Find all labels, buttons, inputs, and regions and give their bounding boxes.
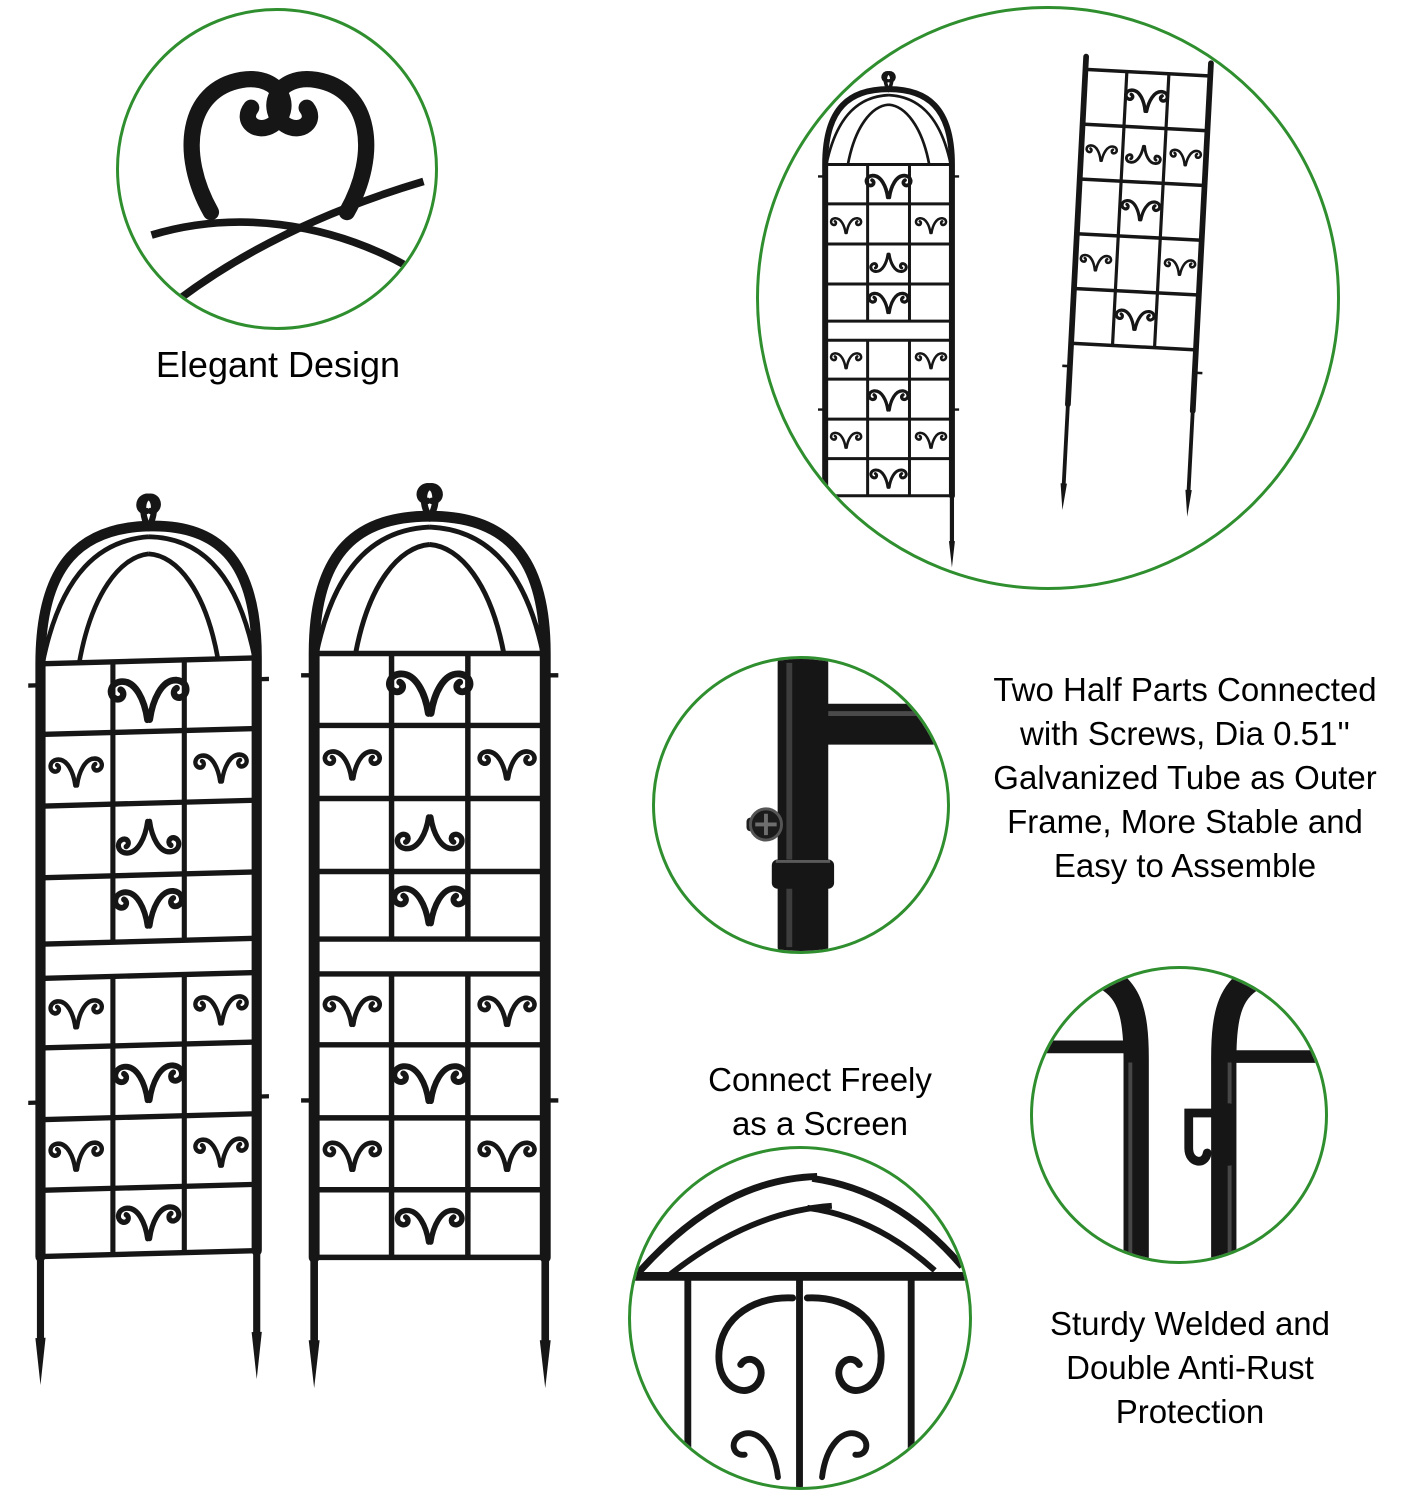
feature-text-line: Easy to Assemble <box>1053 847 1317 884</box>
trellis-screen-photo <box>4 450 584 1440</box>
feature-text-line: as a Screen <box>731 1105 909 1142</box>
screw-connection-closeup-circle <box>652 656 950 954</box>
elegant-design-closeup-circle <box>116 8 438 330</box>
two-panels-circle <box>756 6 1340 590</box>
feature-text-line: with Screws, Dia 0.51'' <box>1020 715 1350 752</box>
two-panels-illustration <box>759 9 1337 587</box>
frame-connector-closeup-circle <box>1030 966 1328 1264</box>
feature-text-line: Frame, More Stable and <box>1007 803 1363 840</box>
feature-text-line: Protection <box>1115 1393 1265 1430</box>
elegant-design-label: Elegant Design <box>155 344 401 385</box>
feature-text-line: Sturdy Welded and <box>1049 1305 1331 1342</box>
screw-connection-illustration <box>746 659 947 951</box>
feature-text-line: Two Half Parts Connected <box>993 671 1377 708</box>
screw-feature-text: Two Half Parts Connected with Screws, Di… <box>952 668 1418 888</box>
arch-top-closeup-circle <box>628 1146 972 1490</box>
arch-top-illustration <box>631 1173 969 1487</box>
connect-freely-text: Connect Freely as a Screen <box>652 1058 988 1146</box>
scroll-ornament-illustration <box>150 71 425 302</box>
feature-text-line: Connect Freely <box>708 1061 932 1098</box>
trellis-screen-illustration <box>4 450 584 1440</box>
feature-text-line: Double Anti-Rust <box>1066 1349 1314 1386</box>
feature-text-line: Galvanized Tube as Outer <box>993 759 1377 796</box>
frame-connector-illustration <box>1036 969 1322 1261</box>
antirust-feature-text: Sturdy Welded and Double Anti-Rust Prote… <box>980 1302 1400 1434</box>
